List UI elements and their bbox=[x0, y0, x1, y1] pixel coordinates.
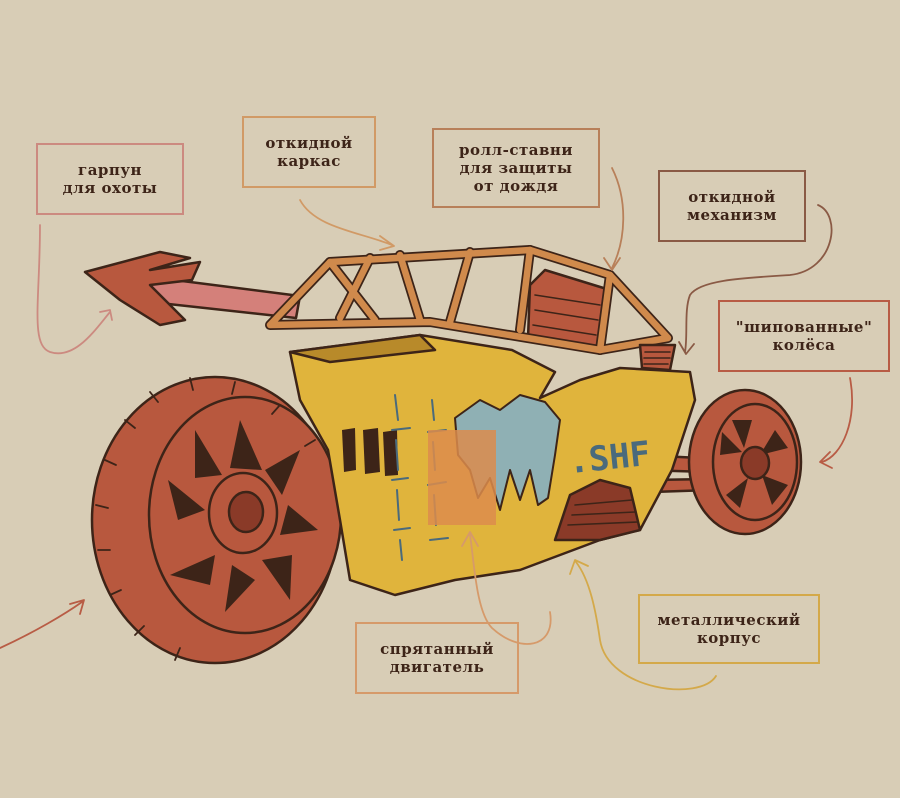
callout-arrow-rear-wheel bbox=[0, 599, 85, 649]
callout-arrow-mechanism bbox=[678, 204, 833, 355]
front-wheel bbox=[687, 388, 803, 536]
label-harpoon: гарпун для охоты bbox=[36, 143, 184, 215]
label-metal-body: металлический корпус bbox=[638, 594, 820, 664]
rear-wheel bbox=[90, 375, 343, 665]
callout-arrow-body bbox=[569, 559, 717, 691]
roll-shutter-box bbox=[526, 268, 612, 352]
callout-arrow-shutters bbox=[603, 167, 625, 271]
hidden-engine bbox=[428, 430, 496, 525]
label-studded-wheels: "шипованные" колёса bbox=[718, 300, 890, 372]
callout-arrow-frame bbox=[299, 199, 395, 251]
fold-hinge-spring bbox=[638, 343, 677, 372]
callout-arrow-engine bbox=[461, 531, 552, 645]
label-hidden-engine: спрятанный двигатель bbox=[355, 622, 519, 694]
label-roll-shutters: ролл-ставни для защиты от дождя bbox=[432, 128, 600, 208]
harpoon bbox=[83, 250, 302, 327]
callout-arrow-harpoon bbox=[36, 224, 113, 355]
label-fold-out-frame: откидной каркас bbox=[242, 116, 376, 188]
rear-wheel-hub-slots bbox=[168, 420, 318, 612]
label-fold-mechanism: откидной механизм bbox=[658, 170, 806, 242]
hull-lettering: .SHF bbox=[567, 434, 653, 482]
callout-arrow-wheels bbox=[819, 377, 854, 469]
